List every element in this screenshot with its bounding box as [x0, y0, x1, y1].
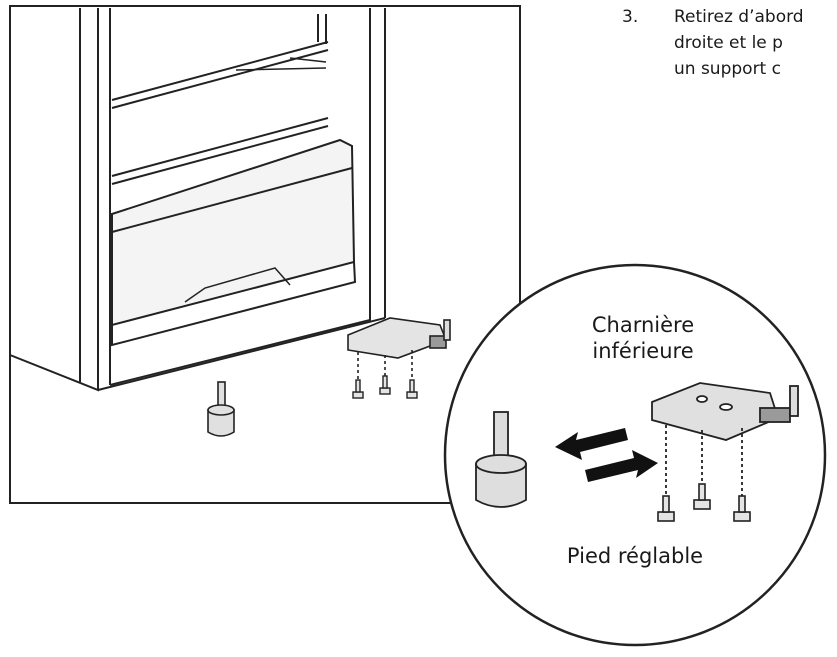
hinge-large: [651, 382, 799, 508]
arrow-right-icon: [585, 450, 658, 482]
instruction-text: 3.Retirez d’abord droite et le p un supp…: [622, 4, 837, 82]
fridge-cabinet: [9, 8, 386, 392]
hinge-small: [347, 317, 451, 390]
fridge-shelves: [111, 14, 329, 185]
instruction-line-1: 3.Retirez d’abord: [622, 4, 837, 30]
arrow-left-icon: [555, 428, 628, 460]
foot-large: [475, 411, 527, 508]
hinge-label-line-2: inférieure: [592, 339, 694, 363]
foot-small: [207, 381, 235, 437]
foot-label: Pied réglable: [566, 544, 704, 568]
hinge-label-line-1: Charnière: [591, 313, 695, 337]
exchange-arrows: [555, 428, 658, 482]
instruction-line-3: un support c: [674, 59, 781, 79]
instruction-line-2: droite et le p: [674, 33, 783, 53]
step-number: 3.: [622, 7, 639, 27]
crisper-drawer: [111, 138, 357, 347]
hinge-label: Charnière inférieure: [568, 312, 718, 364]
screws-small: [352, 375, 418, 399]
screws-large: [657, 483, 751, 522]
main-picture-frame: [9, 5, 521, 504]
